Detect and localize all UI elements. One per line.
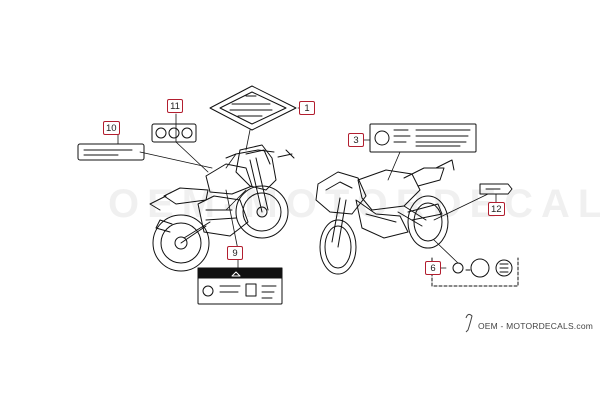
callout-9: 9 xyxy=(227,246,243,260)
label-3-info-panel xyxy=(369,123,477,153)
label-10-strip xyxy=(77,143,145,161)
callout-1: 1 xyxy=(299,101,315,115)
label-6-round-stickers xyxy=(431,257,519,287)
leader-lines xyxy=(117,107,497,269)
watermark-text: OEM - MOTORDECALS.com xyxy=(478,321,594,331)
callout-12: 12 xyxy=(488,202,505,216)
label-1-diamond xyxy=(209,85,297,131)
callout-3: 3 xyxy=(348,133,364,147)
brand-logo-icon xyxy=(465,313,473,333)
callout-6: 6 xyxy=(425,261,441,275)
callout-11: 11 xyxy=(167,99,183,113)
label-9-warning-panel xyxy=(197,267,283,305)
callout-10: 10 xyxy=(103,121,120,135)
left-motorcycle xyxy=(149,144,295,272)
right-motorcycle xyxy=(315,159,455,275)
label-12-tag xyxy=(479,183,513,195)
background-watermark-text: OEM-MOTORDECALS xyxy=(108,182,600,226)
label-11-icon-panel xyxy=(151,123,197,143)
